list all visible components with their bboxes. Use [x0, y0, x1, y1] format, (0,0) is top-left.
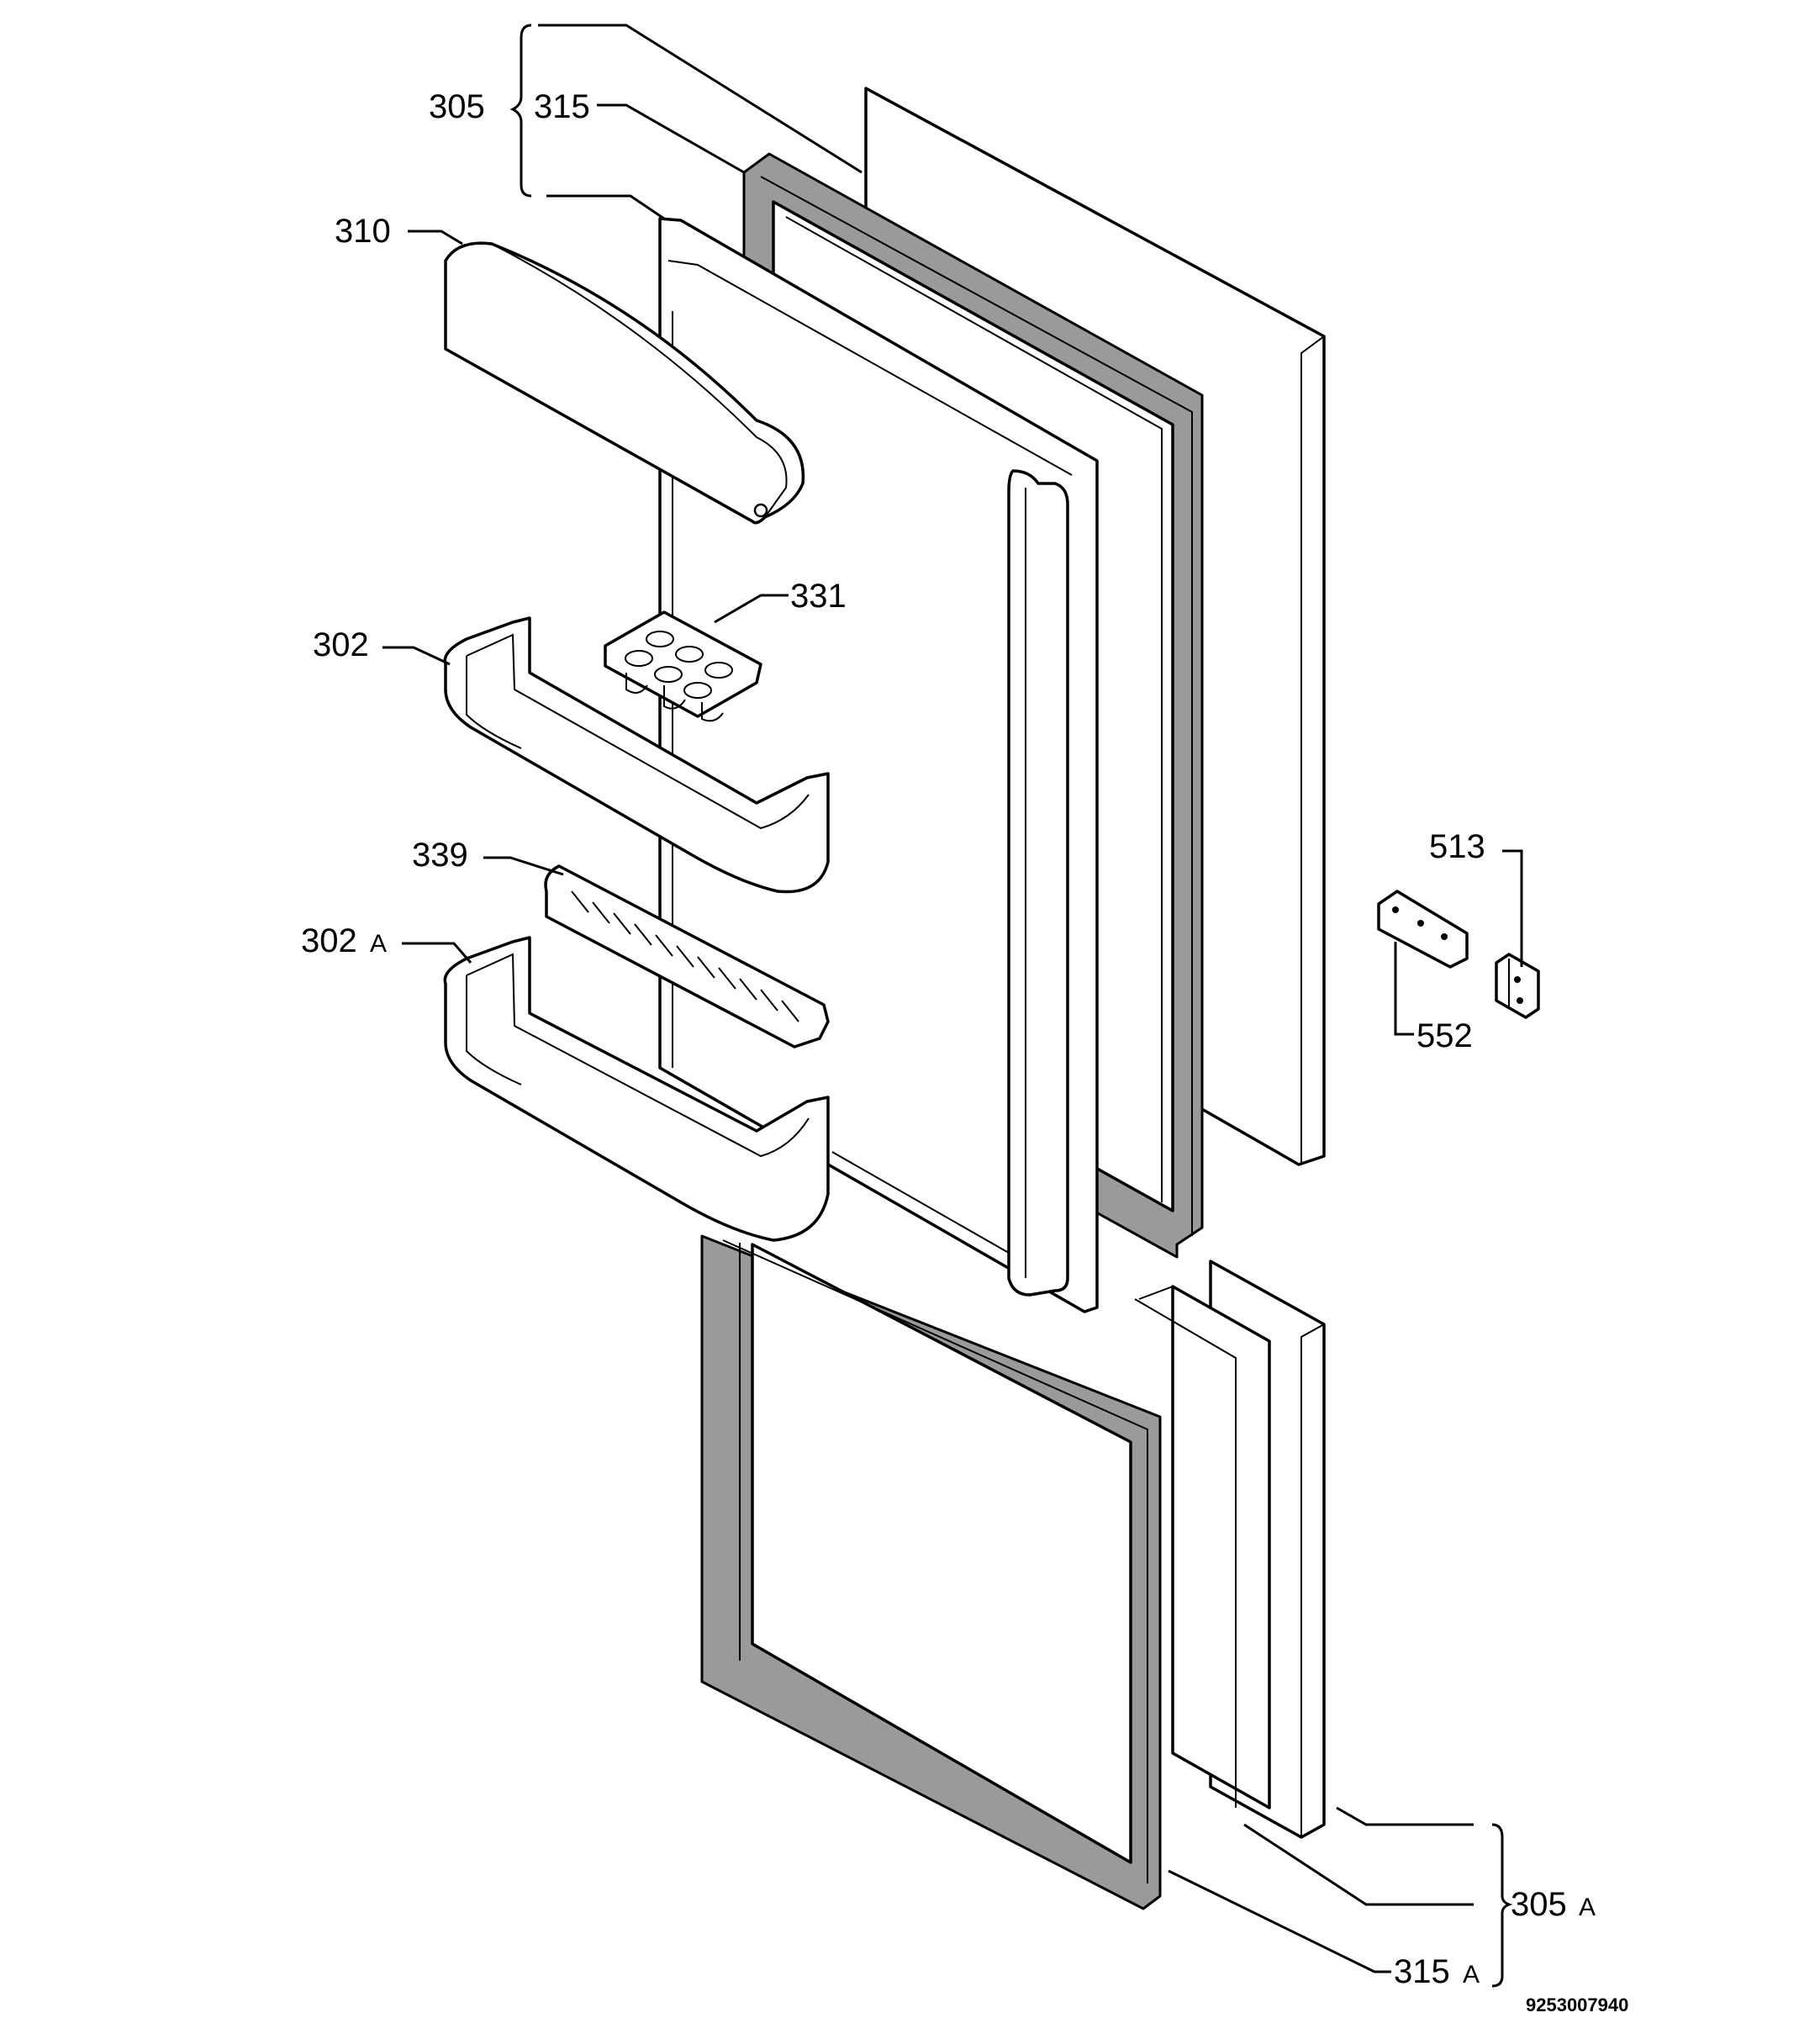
callout-302A-number: 302 — [301, 922, 357, 959]
callout-302-number: 302 — [313, 626, 369, 663]
callout-305A: 305 A — [1511, 1886, 1596, 1923]
callout-305A-number: 305 — [1511, 1886, 1567, 1923]
callout-315-number: 315 — [534, 88, 590, 125]
callout-315: 315 — [534, 88, 590, 125]
callout-305A-suffix: A — [1579, 1894, 1596, 1921]
document-number: 9253007940 — [1526, 1994, 1628, 2015]
lower-door-outer-panel — [1134, 1260, 1326, 1839]
callout-315A-number: 315 — [1394, 1953, 1450, 1990]
callout-302A-suffix: A — [370, 930, 387, 958]
hinge-bracket-513 — [1495, 953, 1540, 1019]
callout-310-number: 310 — [335, 213, 391, 250]
bottle-holder-339 — [544, 864, 830, 1049]
callout-339: 339 — [412, 837, 468, 874]
callout-310: 310 — [335, 213, 391, 250]
callout-315A: 315 A — [1394, 1953, 1480, 1990]
callout-552-number: 552 — [1416, 1017, 1473, 1054]
callout-305: 305 — [429, 88, 485, 125]
callout-552: 552 — [1416, 1017, 1473, 1054]
callout-331: 331 — [790, 578, 847, 615]
leader-lines — [382, 24, 1523, 1988]
callout-315A-suffix: A — [1463, 1961, 1480, 1989]
callout-331-number: 331 — [790, 578, 847, 615]
callout-302: 302 — [313, 626, 369, 663]
callout-513-number: 513 — [1429, 828, 1485, 865]
lower-door-gasket — [700, 1234, 1162, 1910]
callout-513: 513 — [1429, 828, 1485, 865]
callout-339-number: 339 — [412, 837, 468, 874]
callout-302A: 302 A — [301, 922, 387, 959]
hinge-plate-552 — [1377, 890, 1469, 969]
egg-tray — [604, 610, 762, 722]
top-shelf-cover — [444, 241, 805, 525]
door-bin-302 — [443, 616, 830, 894]
callout-305-number: 305 — [429, 88, 485, 125]
